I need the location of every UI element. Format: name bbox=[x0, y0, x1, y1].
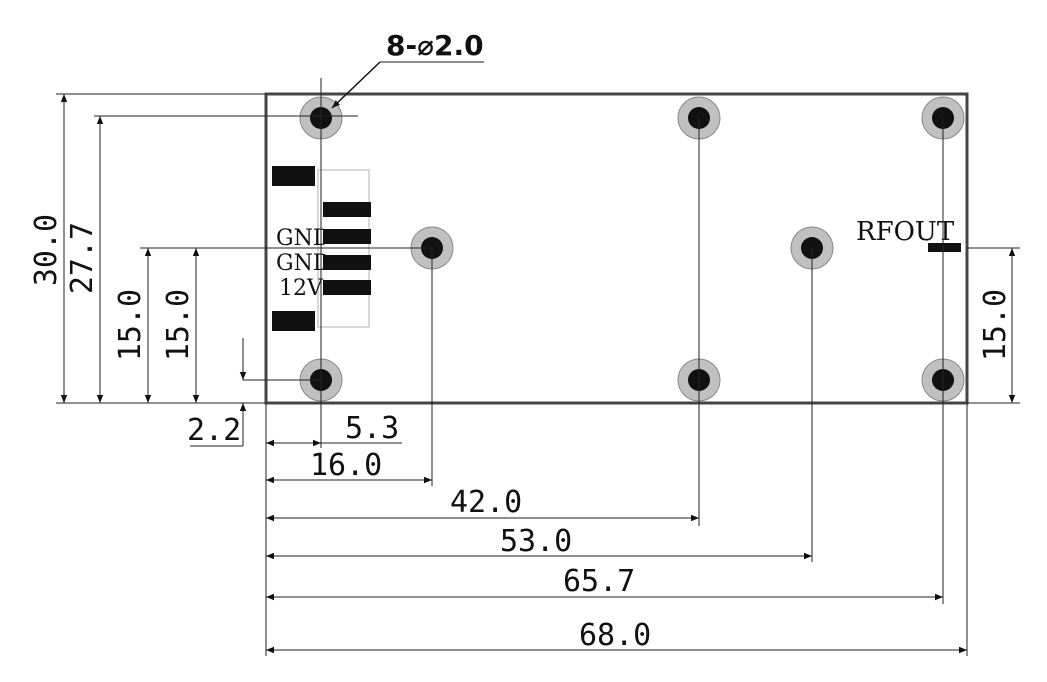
rfout-pad bbox=[928, 243, 961, 252]
pad-3 bbox=[323, 255, 371, 270]
pad-1 bbox=[323, 202, 371, 217]
rfout-label: RFOUT bbox=[856, 217, 955, 247]
hole-callout-label: 8-⌀2.0 bbox=[386, 29, 484, 62]
dim-x-42-0: 42.0 bbox=[450, 485, 522, 520]
pin-label-gnd-2: GND bbox=[276, 251, 330, 276]
pad-top-large bbox=[272, 166, 315, 186]
dim-offset-2-2: 2.2 bbox=[187, 413, 241, 448]
extension-lines bbox=[56, 78, 1020, 656]
pad-bottom-large bbox=[272, 311, 315, 331]
vertical-dimensions bbox=[60, 94, 1016, 447]
dim-x-16-0: 16.0 bbox=[310, 448, 382, 483]
connector-pads bbox=[272, 166, 961, 331]
dim-x-65-7: 65.7 bbox=[563, 564, 635, 599]
dim-x-53-0: 53.0 bbox=[500, 524, 572, 559]
dim-x-68-0: 68.0 bbox=[579, 618, 651, 653]
pin-label-gnd-1: GND bbox=[276, 226, 330, 251]
dim-x-5-3: 5.3 bbox=[345, 411, 399, 446]
dim-height-15-b: 15.0 bbox=[161, 289, 196, 361]
pad-4 bbox=[323, 280, 371, 295]
pin-label-12v: 12V bbox=[279, 276, 324, 301]
dim-height-total: 30.0 bbox=[29, 214, 64, 286]
horizontal-dimensions bbox=[266, 439, 967, 654]
dim-height-15-a: 15.0 bbox=[113, 289, 148, 361]
hole-callout: 8-⌀2.0 bbox=[331, 29, 484, 109]
dim-height-15-right: 15.0 bbox=[978, 289, 1013, 361]
dim-height-27-7: 27.7 bbox=[65, 222, 100, 294]
mounting-holes bbox=[299, 96, 965, 402]
pad-2 bbox=[323, 229, 371, 244]
